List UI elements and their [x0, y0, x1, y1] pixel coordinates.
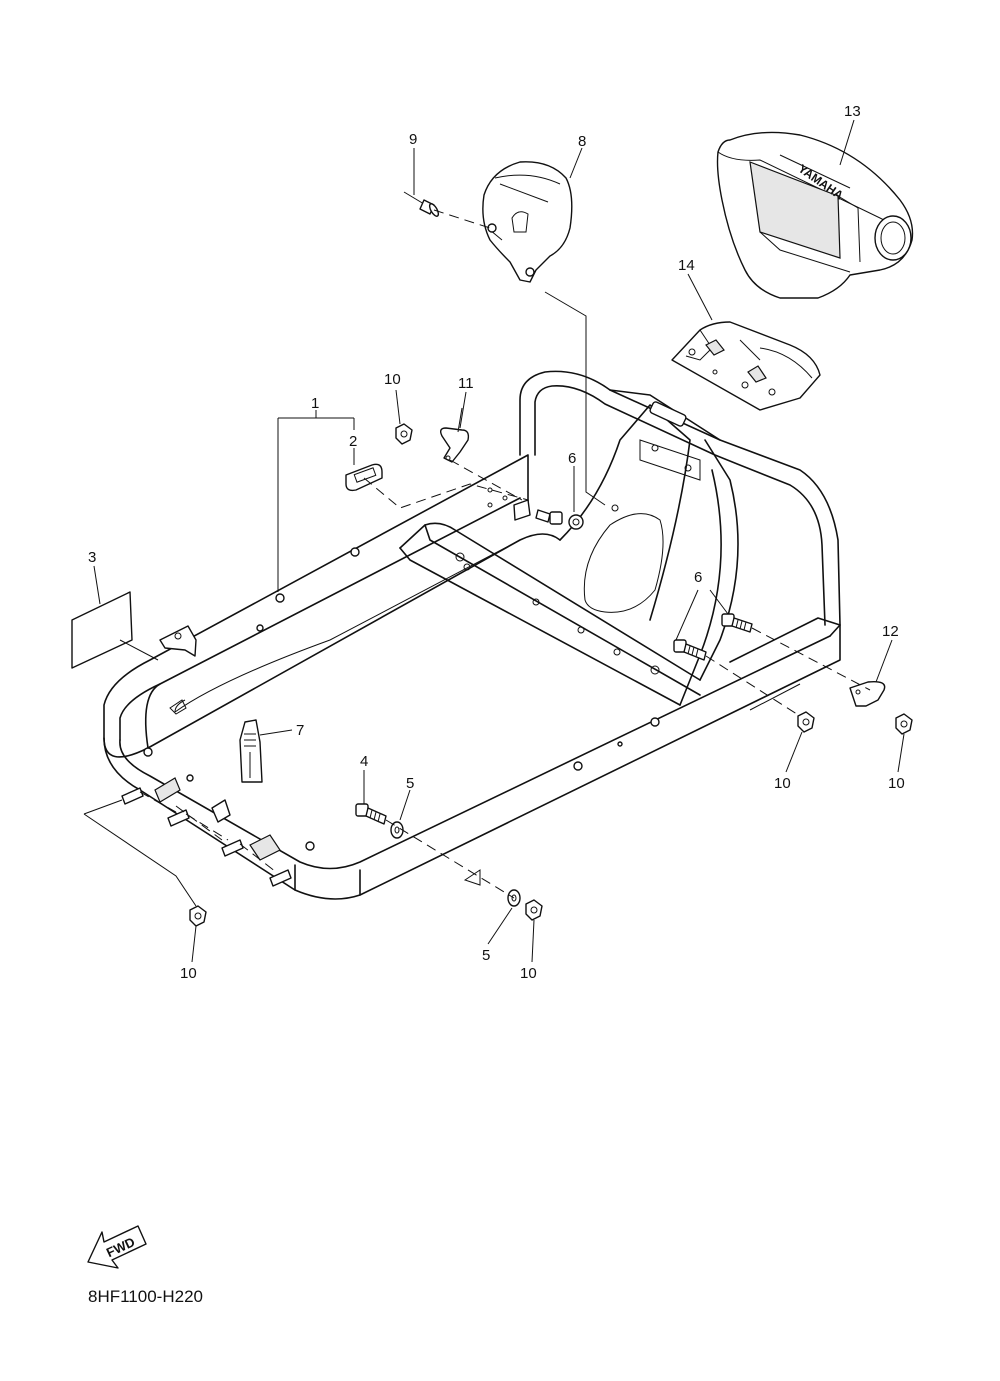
- dashed-assembly-lines: [139, 209, 871, 899]
- bolt-6-center: [535, 509, 584, 530]
- nut-10-right: [895, 713, 913, 735]
- leader-lines: [83, 119, 905, 963]
- callout-2: 2: [349, 433, 357, 450]
- bolt-6-right-lower: [673, 639, 707, 661]
- main-frame: [103, 370, 841, 900]
- callout-3: 3: [88, 549, 96, 566]
- callout-14: 14: [678, 257, 695, 274]
- part-3-label: [71, 591, 133, 669]
- bolt-6-right-upper: [721, 613, 753, 633]
- callout-4: 4: [360, 753, 368, 770]
- nut-10-right-mid: [797, 711, 815, 733]
- callout-5-lower: 5: [482, 947, 490, 964]
- part-8-shield: [482, 161, 573, 283]
- callout-13: 13: [844, 103, 861, 120]
- part-13-steering-pad: YAMAHA: [716, 131, 914, 299]
- part-2-grommet: [345, 463, 383, 492]
- callout-1: 1: [311, 395, 319, 412]
- fwd-arrow-icon: FWD: [87, 1225, 147, 1269]
- part-14-bracket-plate: [671, 321, 821, 411]
- callout-10-bottom-left: 10: [180, 965, 197, 982]
- callout-10-bottom: 10: [520, 965, 537, 982]
- callout-8: 8: [578, 133, 586, 150]
- callout-6-right: 6: [694, 569, 702, 586]
- callout-7: 7: [296, 722, 304, 739]
- callout-10-right: 10: [888, 775, 905, 792]
- callout-12: 12: [882, 623, 899, 640]
- part-9-rivet: [403, 191, 440, 217]
- callouts: 1 2 3 4 5 5 6 6 7 8 9 10 10 10 10 10 11 …: [88, 103, 905, 982]
- callout-6-center: 6: [568, 450, 576, 467]
- part-11-clamp: [439, 407, 470, 463]
- callout-10-top: 10: [384, 371, 401, 388]
- bolt-4: [355, 803, 387, 825]
- nut-10-bottom: [525, 899, 543, 921]
- callout-9: 9: [409, 131, 417, 148]
- callout-11: 11: [458, 375, 474, 392]
- nut-10-top: [395, 423, 413, 445]
- part-7-clip: [239, 719, 263, 783]
- callout-5-upper: 5: [406, 775, 414, 792]
- studs-front: [121, 787, 292, 887]
- part-12-clamp: [849, 680, 886, 707]
- diagram-code: 8HF1100-H220: [88, 1287, 203, 1306]
- nut-10-bottom-left: [189, 905, 207, 927]
- callout-10-right-mid: 10: [774, 775, 791, 792]
